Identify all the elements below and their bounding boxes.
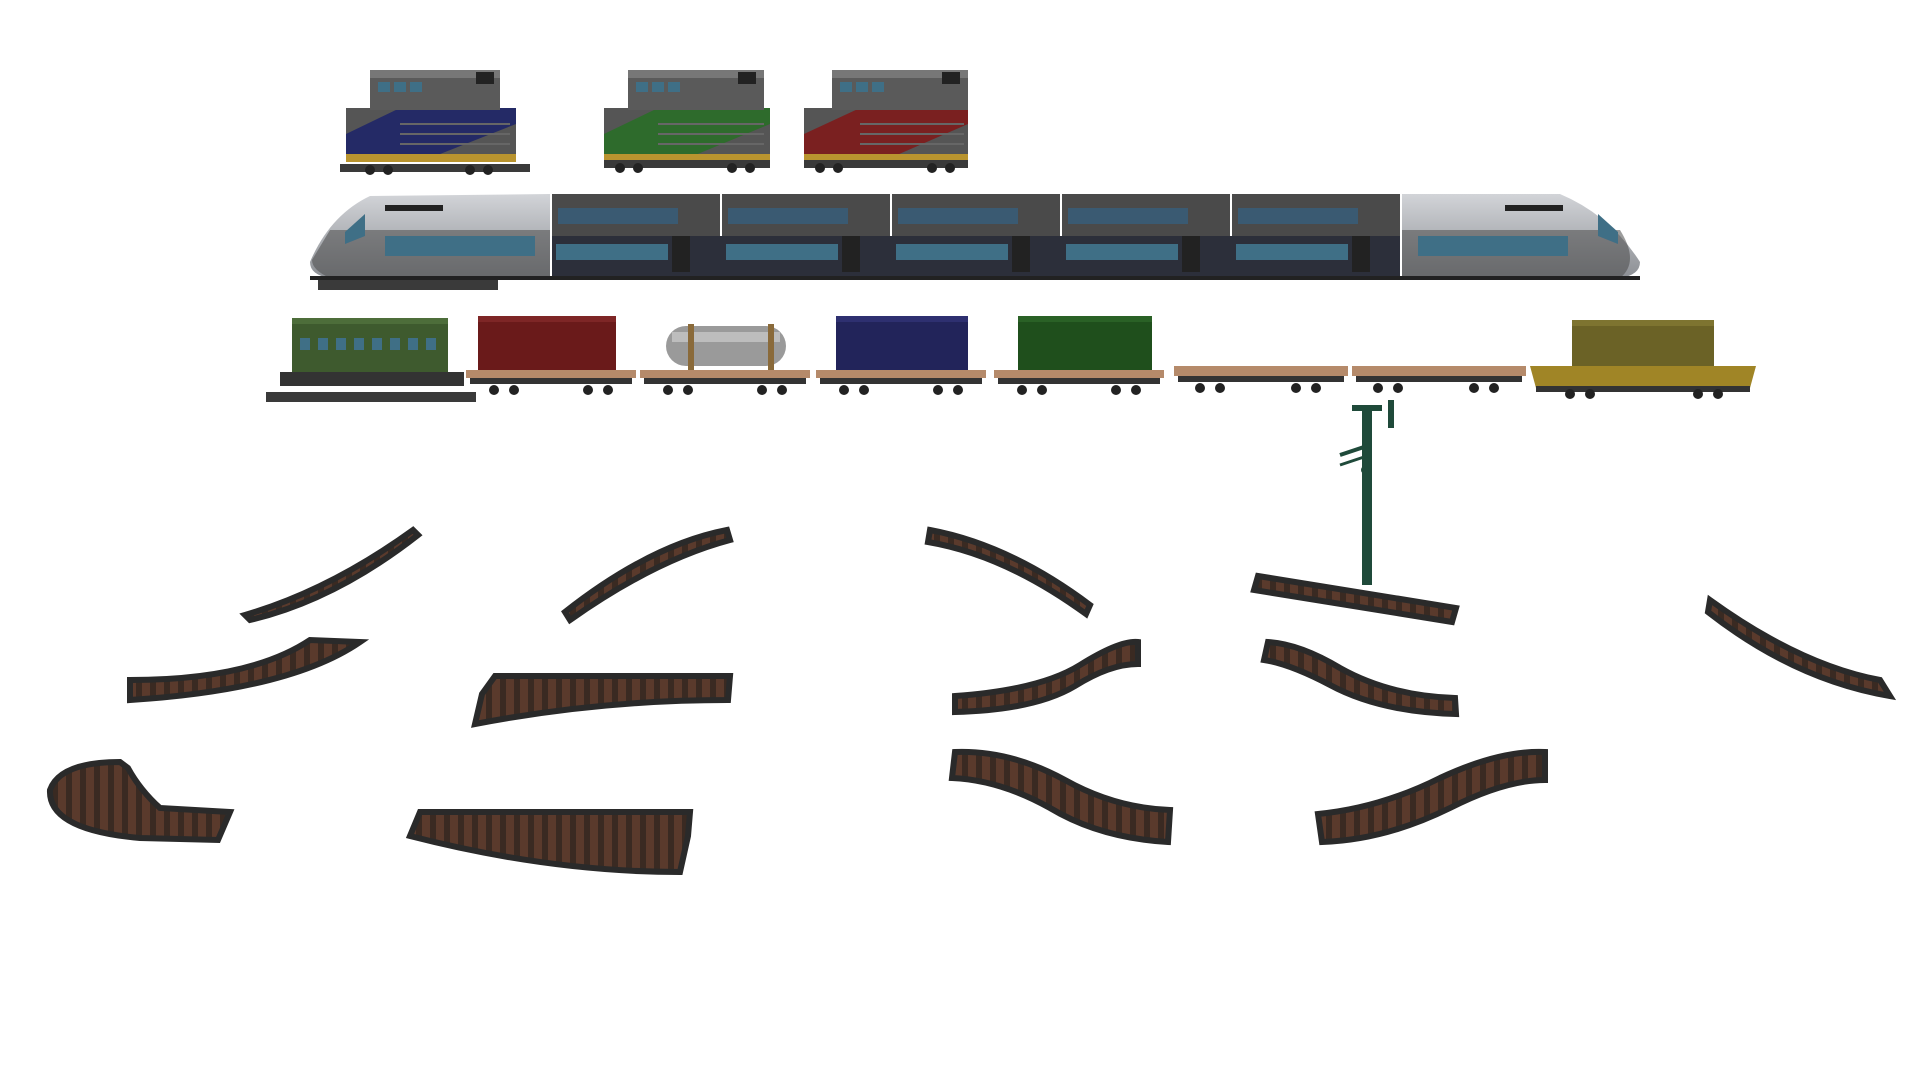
freight-train[interactable] <box>266 316 1756 402</box>
diesel-loco-blue[interactable] <box>340 70 530 175</box>
high-speed-train[interactable] <box>310 194 1640 290</box>
tank-car <box>666 324 786 370</box>
diesel-loco-red[interactable] <box>804 70 968 173</box>
gondola-with-container <box>1530 320 1756 392</box>
track-curve-gentle-left[interactable] <box>239 526 423 624</box>
flatcar <box>1352 366 1526 382</box>
track-curve-tight[interactable] <box>46 758 235 844</box>
boxcar-red <box>478 316 616 374</box>
track-straight-with-pole[interactable] <box>1250 572 1460 626</box>
track-curve-gentle-down[interactable] <box>924 526 1094 619</box>
flatcar <box>1174 366 1348 382</box>
track-s-curve-right[interactable] <box>952 638 1141 716</box>
boxcar-green <box>1018 316 1152 374</box>
track-slope-down-right[interactable] <box>1704 594 1897 701</box>
track-switch-double[interactable] <box>471 673 734 728</box>
boxcar-blue <box>836 316 968 374</box>
track-s-curve-left[interactable] <box>1260 638 1460 718</box>
track-curve-gentle-right[interactable] <box>561 526 734 625</box>
locomotive-row <box>340 70 968 175</box>
passenger-coach <box>292 318 448 374</box>
middle-cars <box>552 194 1400 278</box>
track-s-curve-wide-right[interactable] <box>948 748 1174 846</box>
diesel-loco-green[interactable] <box>604 70 770 173</box>
catenary-pole[interactable] <box>1339 400 1394 585</box>
track-curve-wide[interactable] <box>127 636 370 704</box>
track-pieces <box>46 526 1897 876</box>
track-s-curve-wide-left[interactable] <box>1314 748 1548 846</box>
track-switch-wide[interactable] <box>405 809 694 876</box>
